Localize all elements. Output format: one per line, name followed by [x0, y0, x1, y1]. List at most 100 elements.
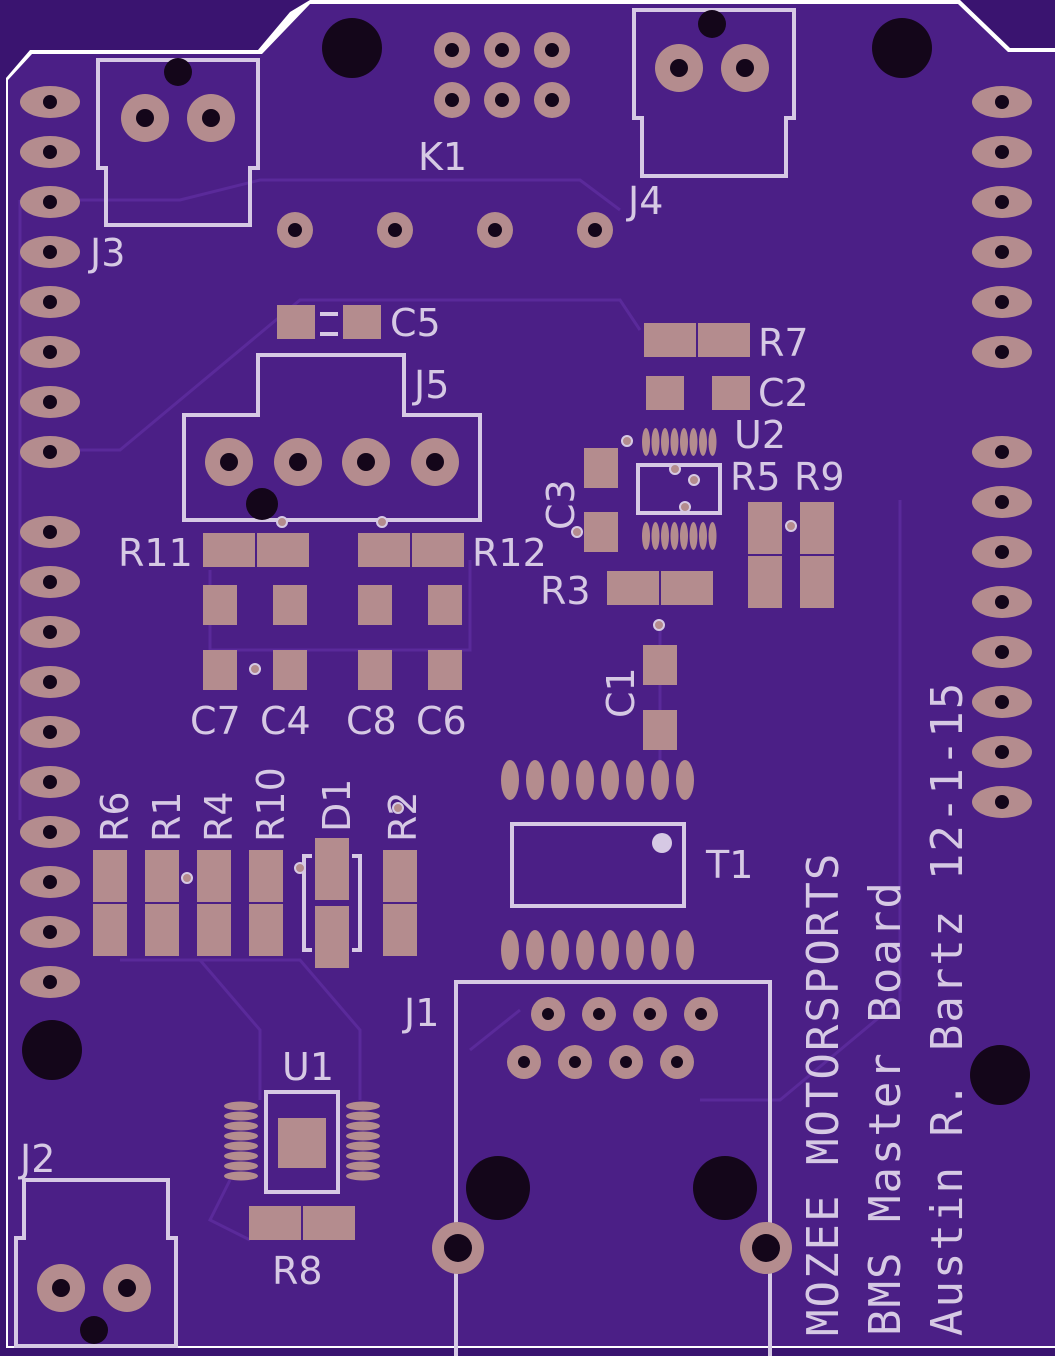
label-r12: R12: [472, 531, 547, 575]
r3-pads: [607, 571, 713, 605]
t1-pin: [501, 760, 519, 800]
r7-pads: [644, 323, 750, 357]
u2-pin: [708, 428, 717, 456]
t1-pin: [651, 760, 669, 800]
t1-pin: [576, 930, 594, 970]
u1-pin: [346, 1131, 380, 1141]
label-j5: J5: [412, 363, 449, 407]
label-r9: R9: [794, 455, 845, 499]
t1-pin: [551, 760, 569, 800]
u1-pin: [224, 1171, 258, 1181]
header-pad: [20, 136, 80, 168]
u1-pin: [224, 1101, 258, 1111]
t1-pin: [626, 760, 644, 800]
t1-pin: [651, 930, 669, 970]
header-pad: [20, 516, 80, 548]
c2-pads: [646, 376, 750, 410]
u1-pin: [346, 1101, 380, 1111]
u2-pin: [699, 428, 707, 456]
header-pad: [972, 636, 1032, 668]
mount-hole: [872, 18, 932, 78]
header-pad: [20, 616, 80, 648]
header-pad: [20, 966, 80, 998]
u1-pin: [346, 1171, 380, 1181]
t1-pin: [526, 760, 544, 800]
header-pad: [972, 136, 1032, 168]
label-j4: J4: [626, 179, 663, 223]
u2-pin: [670, 428, 679, 456]
resistor-column-pads: [93, 838, 417, 968]
u1-pin: [346, 1111, 380, 1121]
label-r4: R4: [197, 791, 241, 842]
r5-r9-pads: [748, 502, 834, 608]
c5-pads: [277, 305, 381, 339]
label-c2: C2: [758, 371, 809, 415]
header-pad: [20, 866, 80, 898]
mount-hole: [322, 18, 382, 78]
header-pad: [20, 386, 80, 418]
mount-hole: [970, 1045, 1030, 1105]
label-r8: R8: [272, 1249, 323, 1293]
u1-pin: [224, 1151, 258, 1161]
header-pad: [972, 186, 1032, 218]
t1-pin: [601, 760, 619, 800]
header-pad: [972, 436, 1032, 468]
copper-traces: [18, 178, 902, 1242]
small-vias: [181, 435, 797, 884]
label-d1: D1: [315, 779, 359, 832]
header-pad: [20, 186, 80, 218]
u1-pin: [346, 1151, 380, 1161]
label-r3: R3: [540, 569, 591, 613]
header-pad: [972, 736, 1032, 768]
u2-pin: [670, 522, 679, 550]
label-u2: U2: [734, 413, 786, 457]
j4-connector: [632, 8, 796, 178]
t1-pin: [576, 760, 594, 800]
label-j3: J3: [88, 231, 125, 275]
t1-pin: [601, 930, 619, 970]
c1-pads: [643, 645, 677, 750]
u2-pin: [642, 522, 650, 550]
u1-pin: [224, 1111, 258, 1121]
c3-pads: [584, 448, 618, 552]
u2-pin: [699, 522, 707, 550]
text-team-name: MOZEE MOTORSPORTS: [798, 852, 849, 1336]
header-pad: [20, 436, 80, 468]
header-pad: [20, 716, 80, 748]
label-c6: C6: [416, 699, 467, 743]
c7-c4-c8-c6-pads: [203, 585, 462, 690]
label-r2: R2: [381, 791, 425, 842]
left-header-pads: [20, 86, 80, 998]
header-pad: [20, 86, 80, 118]
u2-pin: [708, 522, 717, 550]
u2-pin: [689, 522, 698, 550]
label-r1: R1: [145, 791, 189, 842]
label-k1: K1: [418, 135, 467, 179]
u1-pin: [346, 1161, 380, 1171]
u2-pin: [680, 428, 688, 456]
t1-pin: [676, 760, 694, 800]
header-pad: [20, 916, 80, 948]
right-header-pads: [972, 86, 1032, 818]
u1-pin: [346, 1121, 380, 1131]
t1-pin: [526, 930, 544, 970]
r8-pads: [249, 1206, 355, 1240]
header-pad: [972, 686, 1032, 718]
label-j1: J1: [402, 991, 439, 1035]
u1-pin: [224, 1131, 258, 1141]
j2-connector: [14, 1178, 178, 1348]
label-c5: C5: [390, 301, 441, 345]
mount-hole: [22, 1020, 82, 1080]
header-pad: [20, 666, 80, 698]
label-r5: R5: [730, 455, 781, 499]
u2-pin: [689, 428, 698, 456]
label-c8: C8: [346, 699, 397, 743]
u2-pin: [651, 428, 660, 456]
header-pad: [20, 766, 80, 798]
u2-pin: [661, 522, 669, 550]
label-u1: U1: [282, 1045, 334, 1089]
label-r10: R10: [249, 767, 293, 842]
u1-pin: [224, 1121, 258, 1131]
